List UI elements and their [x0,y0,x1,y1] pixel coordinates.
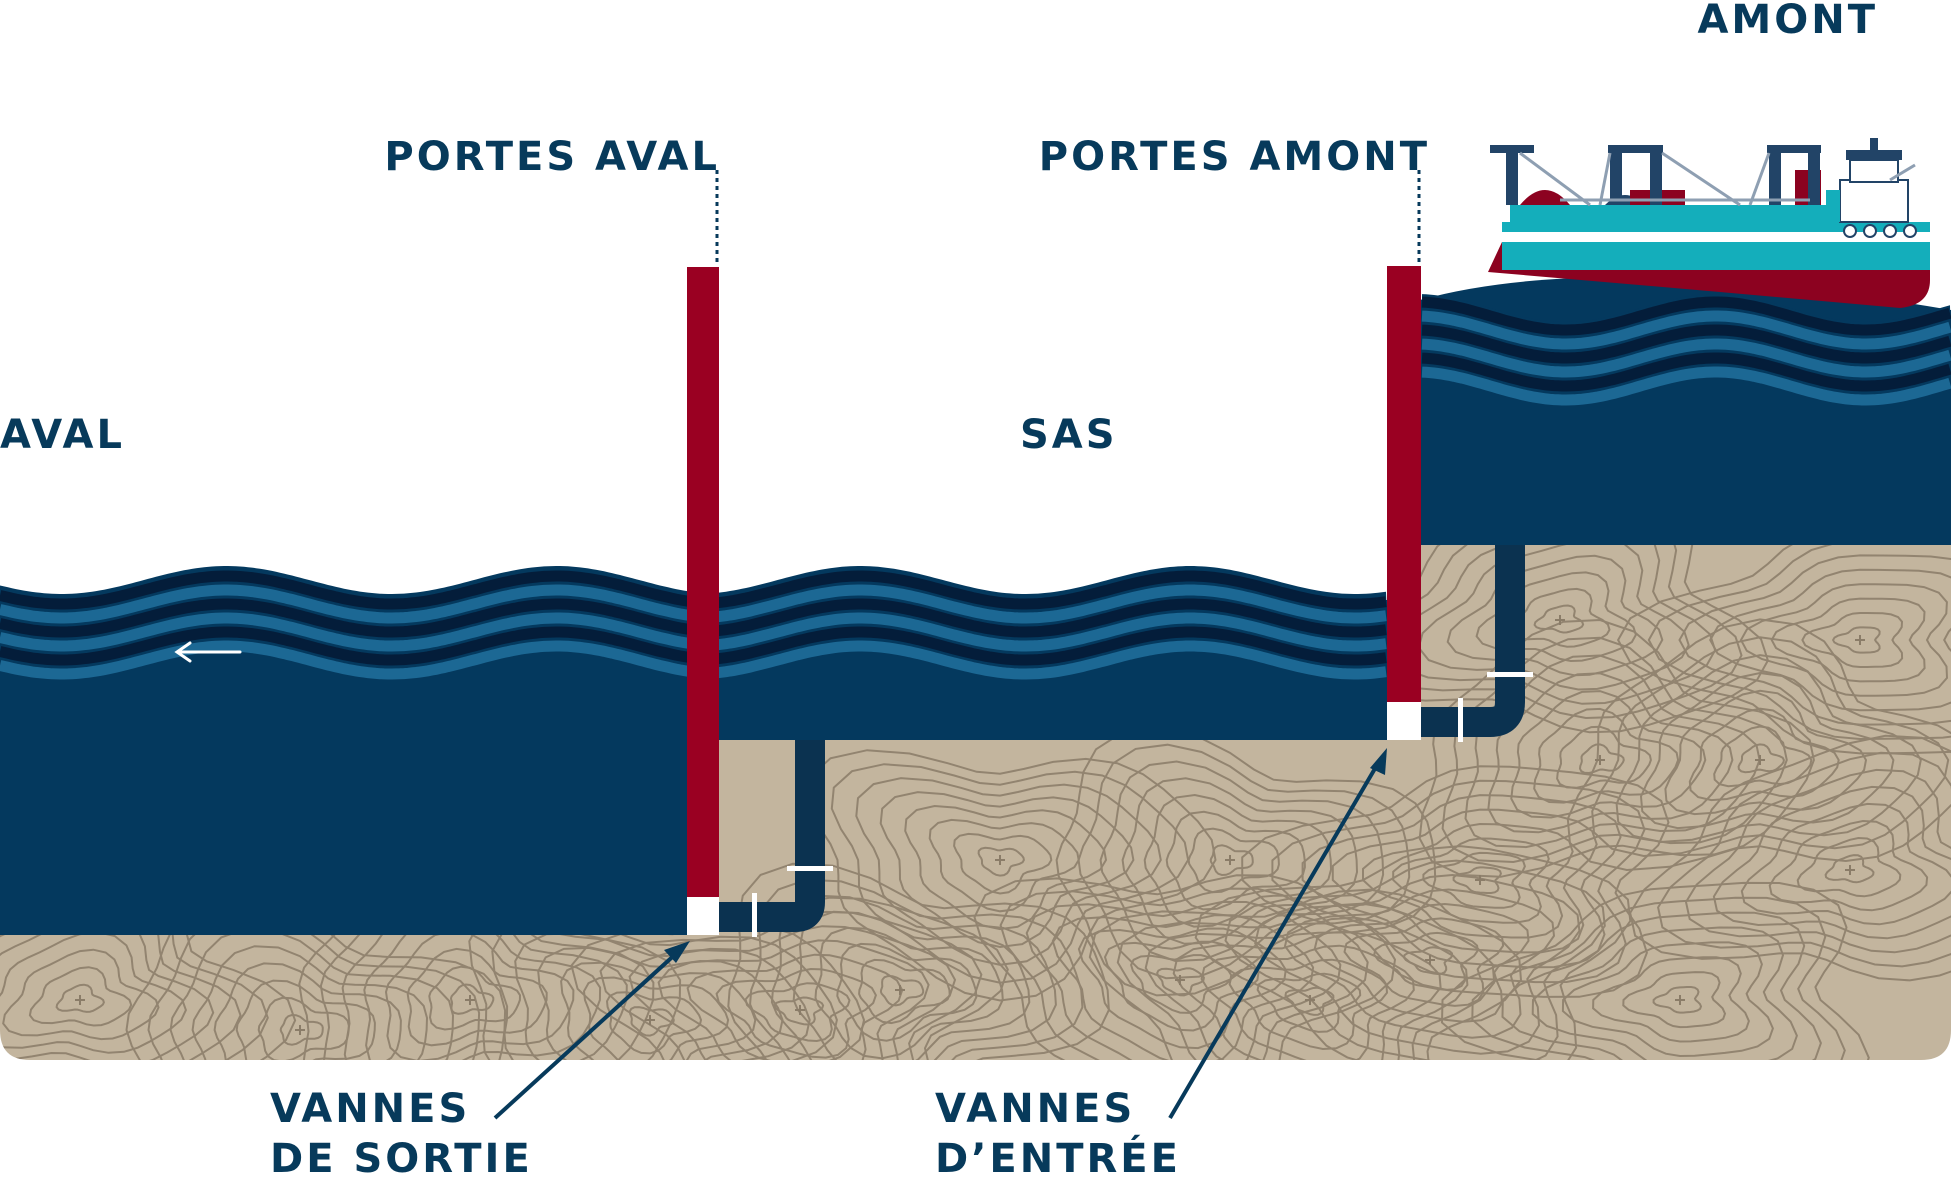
label-portes-amont: PORTES AMONT [1039,134,1430,180]
label-vannes-entree-line-1: VANNES [935,1086,1135,1132]
flow-arrow-icon [174,641,242,663]
pointer-vannes-sortie [493,941,690,1120]
water-amont [1420,277,1951,545]
label-portes-aval: PORTES AVAL [384,134,720,180]
water-sas [715,566,1390,740]
label-vannes-sortie-line-2: DE SORTIE [270,1136,533,1178]
ship-icon [1488,138,1930,308]
label-vannes-sortie-line-1: VANNES [270,1086,470,1132]
label-vannes-entree-line-2: D’ENTRÉE [935,1134,1181,1178]
pipe-vannes-entree [1400,545,1533,742]
label-sas: SAS [1020,412,1118,458]
pointer-vannes-entree [1168,748,1387,1120]
gate-portes-amont [1387,266,1421,740]
label-amont: AMONT [1697,0,1878,43]
water-aval [0,566,690,935]
pipe-vannes-sortie [700,740,833,937]
label-aval: AVAL [0,412,125,458]
gate-portes-aval [687,267,719,935]
